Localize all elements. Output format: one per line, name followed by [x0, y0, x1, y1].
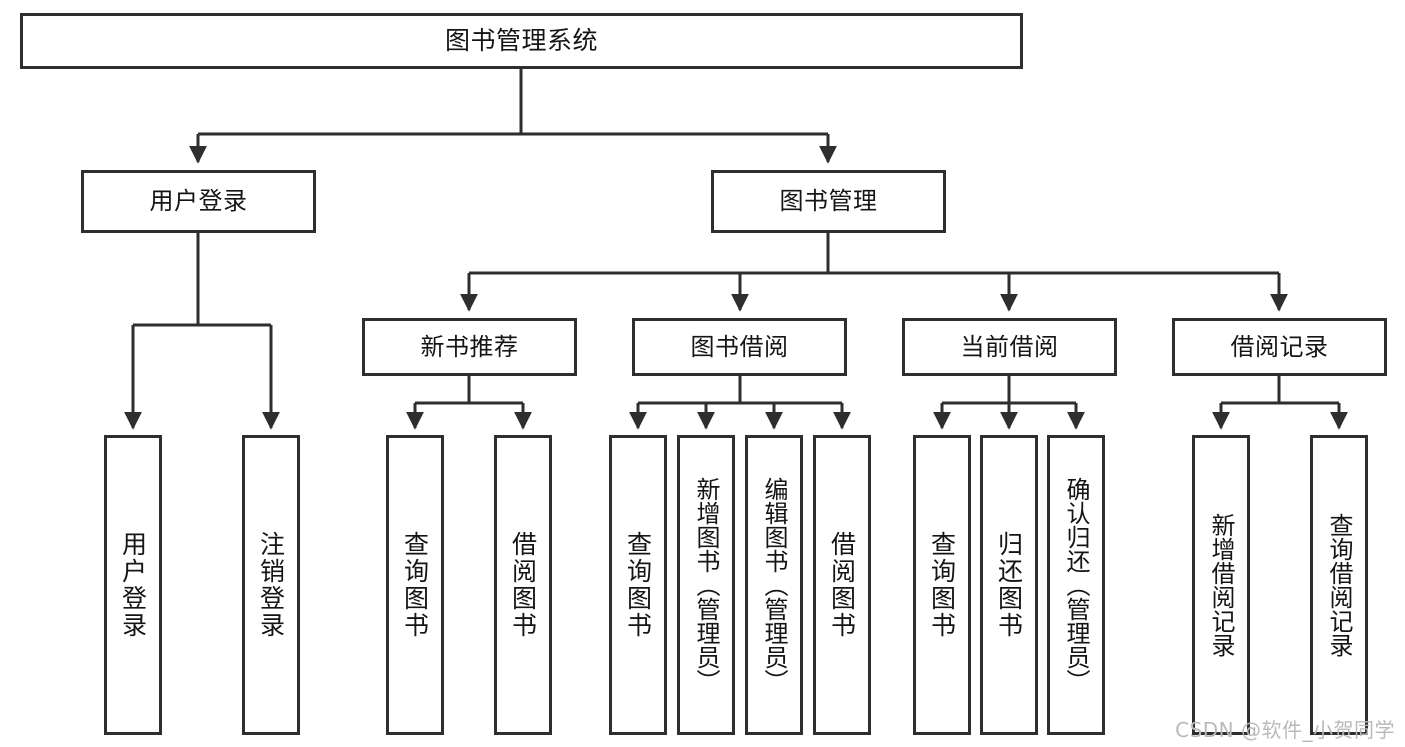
- node-leaf-borrow-book-2-label: 借阅图书: [827, 531, 857, 639]
- node-book-manage[interactable]: 图书管理: [711, 170, 946, 233]
- node-leaf-borrow-book-1[interactable]: 借阅图书: [494, 435, 552, 735]
- node-book-borrow-label: 图书借阅: [690, 332, 789, 361]
- node-leaf-query-book-2-label: 查询图书: [623, 531, 653, 639]
- node-leaf-edit-book[interactable]: 编辑图书（管理员）: [745, 435, 803, 735]
- node-leaf-borrow-book-1-label: 借阅图书: [508, 531, 538, 639]
- node-current-borrow[interactable]: 当前借阅: [902, 318, 1117, 376]
- node-current-borrow-label: 当前借阅: [960, 332, 1059, 361]
- node-root-label: 图书管理系统: [444, 26, 598, 55]
- csdn-watermark: CSDN @软件_小贺同学: [1175, 718, 1395, 742]
- node-leaf-query-record[interactable]: 查询借阅记录: [1310, 435, 1368, 735]
- node-leaf-add-book-label: 新增图书（管理员）: [692, 477, 720, 693]
- node-user-login[interactable]: 用户登录: [81, 170, 316, 233]
- node-leaf-add-book[interactable]: 新增图书（管理员）: [677, 435, 735, 735]
- node-leaf-query-book-3-label: 查询图书: [927, 531, 957, 639]
- node-leaf-query-book-1[interactable]: 查询图书: [386, 435, 444, 735]
- node-borrow-record-label: 借阅记录: [1230, 332, 1329, 361]
- node-leaf-query-record-label: 查询借阅记录: [1325, 513, 1353, 657]
- node-leaf-user-logout-label: 注销登录: [256, 531, 286, 639]
- node-new-book-recommend-label: 新书推荐: [420, 332, 519, 361]
- node-leaf-confirm-return-label: 确认归还（管理员）: [1062, 477, 1090, 693]
- node-leaf-edit-book-label: 编辑图书（管理员）: [760, 477, 788, 693]
- node-borrow-record[interactable]: 借阅记录: [1172, 318, 1387, 376]
- node-root[interactable]: 图书管理系统: [20, 13, 1023, 69]
- node-leaf-user-login[interactable]: 用户登录: [104, 435, 162, 735]
- node-leaf-user-login-label: 用户登录: [118, 531, 148, 639]
- node-user-login-label: 用户登录: [149, 187, 248, 216]
- node-leaf-user-logout[interactable]: 注销登录: [242, 435, 300, 735]
- node-leaf-query-book-3[interactable]: 查询图书: [913, 435, 971, 735]
- node-leaf-query-book-1-label: 查询图书: [400, 531, 430, 639]
- node-book-manage-label: 图书管理: [779, 187, 878, 216]
- node-leaf-return-book-label: 归还图书: [994, 531, 1024, 639]
- node-leaf-query-book-2[interactable]: 查询图书: [609, 435, 667, 735]
- node-leaf-add-record[interactable]: 新增借阅记录: [1192, 435, 1250, 735]
- node-leaf-add-record-label: 新增借阅记录: [1207, 513, 1235, 657]
- node-book-borrow[interactable]: 图书借阅: [632, 318, 847, 376]
- node-leaf-confirm-return[interactable]: 确认归还（管理员）: [1047, 435, 1105, 735]
- node-new-book-recommend[interactable]: 新书推荐: [362, 318, 577, 376]
- node-leaf-return-book[interactable]: 归还图书: [980, 435, 1038, 735]
- node-leaf-borrow-book-2[interactable]: 借阅图书: [813, 435, 871, 735]
